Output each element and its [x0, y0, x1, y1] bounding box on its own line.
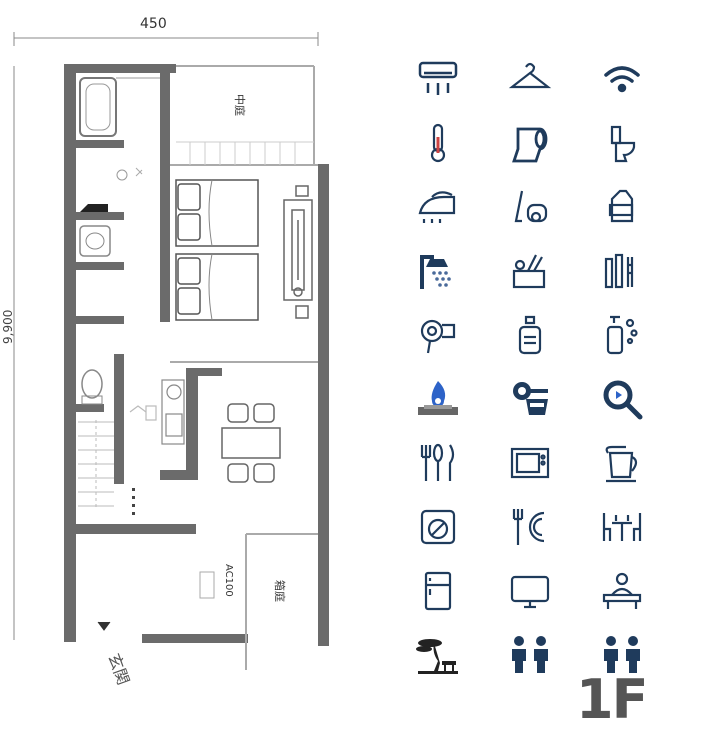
courtyard-label: 中庭	[233, 94, 247, 116]
shower-head	[116, 169, 128, 181]
double-beds	[175, 179, 259, 321]
dining-table-icon	[592, 503, 652, 551]
frying-pan-icon	[592, 375, 652, 423]
soap-dispenser-icon	[592, 311, 652, 359]
floor-plan: 450 9,900 中庭	[1, 16, 329, 688]
entrance-label: 玄関	[104, 651, 133, 688]
kitchen-counter	[129, 379, 185, 445]
washbasin	[79, 225, 111, 257]
clothes-hanger-icon	[500, 55, 560, 103]
ac-outlet	[199, 571, 215, 599]
amenity-icon-grid	[400, 55, 700, 674]
two-guests-icon	[500, 631, 560, 679]
tv-icon	[500, 567, 560, 615]
width-dimension: 450	[140, 16, 167, 32]
shampoo-bottle-icon	[500, 311, 560, 359]
hair-dryer-icon	[408, 311, 468, 359]
refrigerator-icon	[408, 567, 468, 615]
toilet	[81, 369, 103, 399]
desk-icon	[592, 567, 652, 615]
electric-kettle-icon	[592, 439, 652, 487]
cutlery-icon	[408, 439, 468, 487]
storage-label: 箱庭	[273, 580, 287, 602]
wifi-icon	[592, 55, 652, 103]
tv-console	[283, 185, 313, 319]
iron-icon	[408, 183, 468, 231]
thermometer-icon	[408, 119, 468, 167]
kitchen-pot-icon	[500, 247, 560, 295]
air-conditioner-icon	[408, 55, 468, 103]
staircase	[78, 420, 114, 510]
toilet-paper-icon	[500, 119, 560, 167]
two-guests-icon-2	[592, 631, 652, 679]
entrance-arrow	[97, 621, 111, 631]
toiletries-icon	[592, 247, 652, 295]
washing-machine-icon	[408, 503, 468, 551]
rice-cooker-icon	[500, 375, 560, 423]
bathtub	[79, 77, 117, 137]
gas-stove-icon	[408, 375, 468, 423]
floor-label: 1F	[576, 668, 648, 731]
laundry-detergent-icon	[592, 183, 652, 231]
walls	[64, 64, 329, 646]
toilet-icon	[592, 119, 652, 167]
vacuum-cleaner-icon	[500, 183, 560, 231]
bonsai-garden-icon	[408, 631, 468, 679]
microwave-icon	[500, 439, 560, 487]
dinner-set-icon	[500, 503, 560, 551]
shower-icon	[408, 247, 468, 295]
ac-label: AC100	[223, 564, 234, 597]
vent-marker	[80, 204, 108, 212]
length-dimension: 9,900	[1, 310, 15, 344]
dining-table	[221, 403, 281, 483]
